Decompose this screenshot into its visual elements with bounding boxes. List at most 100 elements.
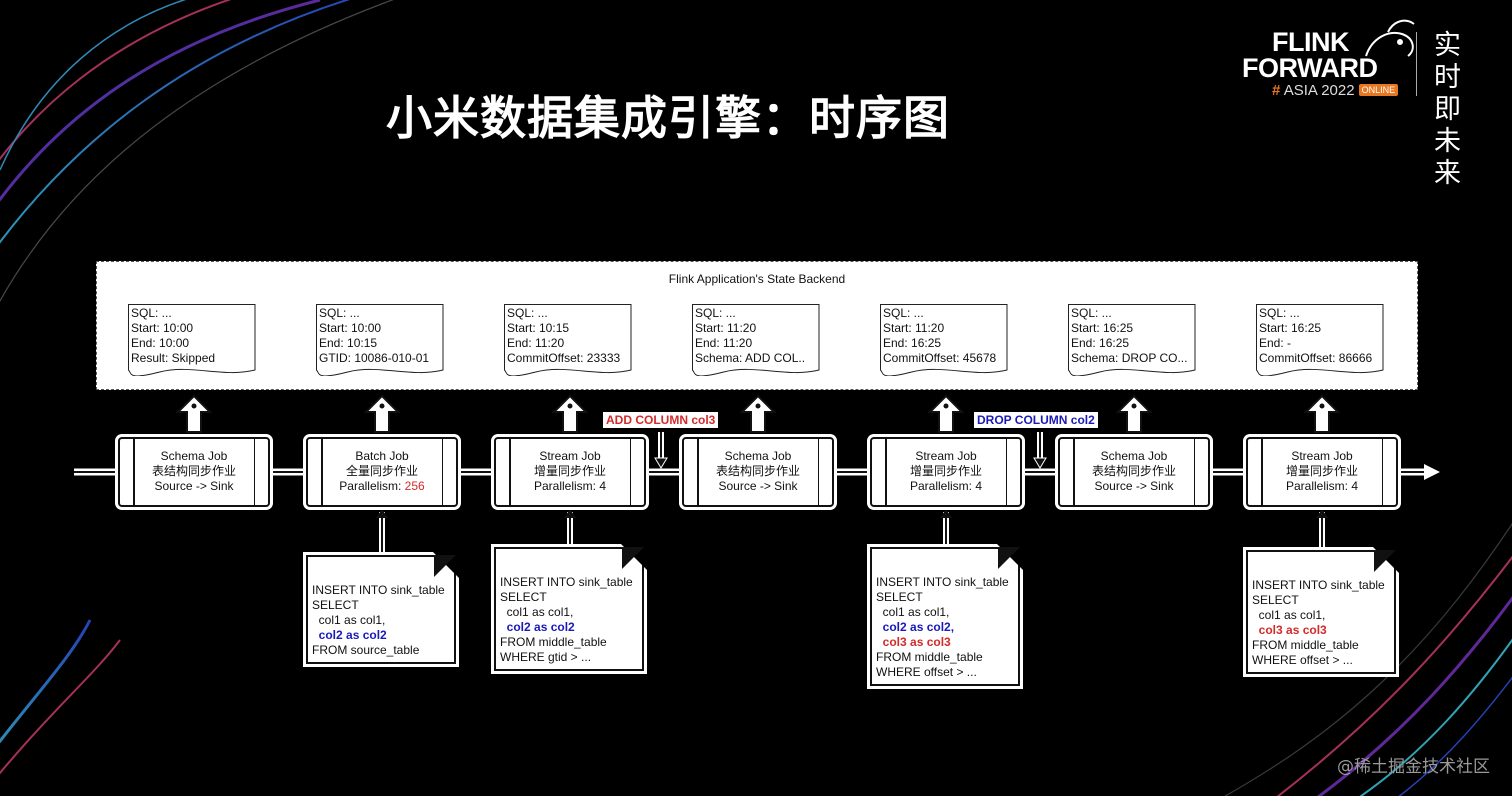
note-line: Start: 10:00 <box>131 321 194 335</box>
note-line: End: - <box>1259 336 1292 350</box>
drop-column-label: DROP COLUMN col2 <box>974 412 1098 428</box>
sql-connector-arrowhead <box>940 509 952 518</box>
add-column-label: ADD COLUMN col3 <box>603 412 719 428</box>
note-line: Start: 16:25 <box>1259 321 1322 335</box>
page-fold-icon <box>1374 550 1396 572</box>
arrow-tip-dot <box>1319 403 1325 409</box>
note-line: CommitOffset: 23333 <box>507 351 621 365</box>
logo-slogan: 实时即未来 <box>1434 30 1461 189</box>
note-line: CommitOffset: 45678 <box>883 351 997 365</box>
arrow-tip-dot <box>1131 403 1137 409</box>
arrow-tip-dot <box>567 403 573 409</box>
job-description: 增量同步作业 <box>1285 464 1358 478</box>
job-detail: Source -> Sink <box>1094 479 1174 493</box>
note-line: GTID: 10086-010-01 <box>319 351 430 365</box>
job-description: 表结构同步作业 <box>1091 464 1176 478</box>
note-shape <box>504 304 632 376</box>
sql-line: SELECT <box>876 590 923 604</box>
note-line: Schema: ADD COL.. <box>695 351 806 365</box>
sql-line: INSERT INTO sink_table <box>500 575 633 589</box>
note-line: Start: 11:20 <box>883 321 945 335</box>
logo-hash: # <box>1272 82 1281 99</box>
job-name: Stream Job <box>915 449 977 463</box>
job-detail-label: Parallelism: <box>339 479 405 493</box>
job-name: Schema Job <box>1100 449 1168 463</box>
note-shape <box>1068 304 1196 376</box>
note-line: Schema: DROP CO... <box>1071 351 1188 365</box>
arrow-tip-dot <box>943 403 949 409</box>
note-line: SQL: ... <box>507 306 548 320</box>
note-line: SQL: ... <box>883 306 924 320</box>
upload-arrow <box>1115 394 1153 433</box>
job-name: Schema Job <box>724 449 792 463</box>
logo-text-forward: FORWARD <box>1242 53 1378 83</box>
job-description: 表结构同步作业 <box>151 464 236 478</box>
arrow-tip-dot <box>191 403 197 409</box>
sql-connector-arrowhead <box>564 509 576 518</box>
sql-line: INSERT INTO sink_table <box>876 575 1009 589</box>
note-line: Start: 10:00 <box>319 321 382 335</box>
state-backend-title: Flink Application's State Backend <box>668 272 846 286</box>
note-shape <box>128 304 256 376</box>
sql-line: SELECT <box>500 590 547 604</box>
page-fold-icon <box>622 547 644 569</box>
note-shape <box>316 304 444 376</box>
job-description: 全量同步作业 <box>345 464 418 478</box>
job-description: 表结构同步作业 <box>715 464 800 478</box>
sql-line: WHERE offset > ... <box>876 665 977 679</box>
upload-arrow <box>551 394 589 433</box>
sql-line: SELECT <box>1252 593 1299 607</box>
note-shape <box>880 304 1008 376</box>
job-description: 增量同步作业 <box>909 464 982 478</box>
note-line: End: 16:25 <box>1071 336 1130 350</box>
sql-line: FROM middle_table <box>1252 638 1359 652</box>
page-fold-icon <box>998 547 1020 569</box>
job-detail: Parallelism: 4 <box>1285 479 1359 493</box>
up-arrows <box>175 394 1341 433</box>
note-line: CommitOffset: 86666 <box>1259 351 1373 365</box>
note-line: SQL: ... <box>1071 306 1112 320</box>
note-line: Result: Skipped <box>131 351 216 365</box>
sql-line: col1 as col1, <box>1252 608 1326 622</box>
sql-line: FROM middle_table <box>876 650 983 664</box>
sql-connectors <box>376 509 1328 555</box>
arrow-tip-dot <box>755 403 761 409</box>
note-line: End: 11:20 <box>507 336 565 350</box>
upload-arrow <box>175 394 213 433</box>
job-name: Batch Job <box>355 449 409 463</box>
sql-line: WHERE offset > ... <box>1252 653 1353 667</box>
sql-line: col3 as col3 <box>876 635 951 649</box>
sql-line: col1 as col1, <box>500 605 574 619</box>
logo-text-flink: FLINK <box>1272 27 1349 57</box>
note-line: SQL: ... <box>131 306 172 320</box>
sql-line: INSERT INTO sink_table <box>1252 578 1385 592</box>
note-line: SQL: ... <box>695 306 736 320</box>
sql-line: FROM middle_table <box>500 635 607 649</box>
note-line: End: 10:15 <box>319 336 378 350</box>
sql-connector-arrowhead <box>376 509 388 518</box>
job-detail: Source -> Sink <box>718 479 798 493</box>
squirrel-icon <box>1365 19 1415 57</box>
upload-arrow <box>739 394 777 433</box>
note-shape <box>692 304 820 376</box>
sql-line: col3 as col3 <box>1252 623 1327 637</box>
note-line: Start: 16:25 <box>1071 321 1134 335</box>
note-line: Start: 11:20 <box>695 321 757 335</box>
